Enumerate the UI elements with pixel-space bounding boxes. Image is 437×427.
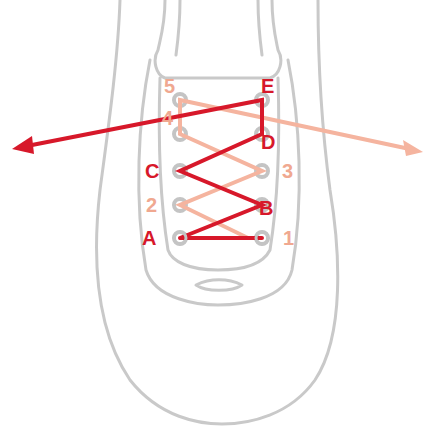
eyelet-label: 1 xyxy=(283,228,294,248)
eyelet-label: 3 xyxy=(282,161,293,181)
eyelet-label: E xyxy=(261,76,274,96)
eyelet-label: D xyxy=(261,132,275,152)
eyelet-label: 4 xyxy=(162,108,173,128)
eyelet-label: B xyxy=(259,198,273,218)
eyelet-label: 2 xyxy=(146,195,157,215)
eyelet-label: 5 xyxy=(164,76,175,96)
eyelet-label: C xyxy=(145,161,159,181)
eyelet-label: A xyxy=(142,228,156,248)
